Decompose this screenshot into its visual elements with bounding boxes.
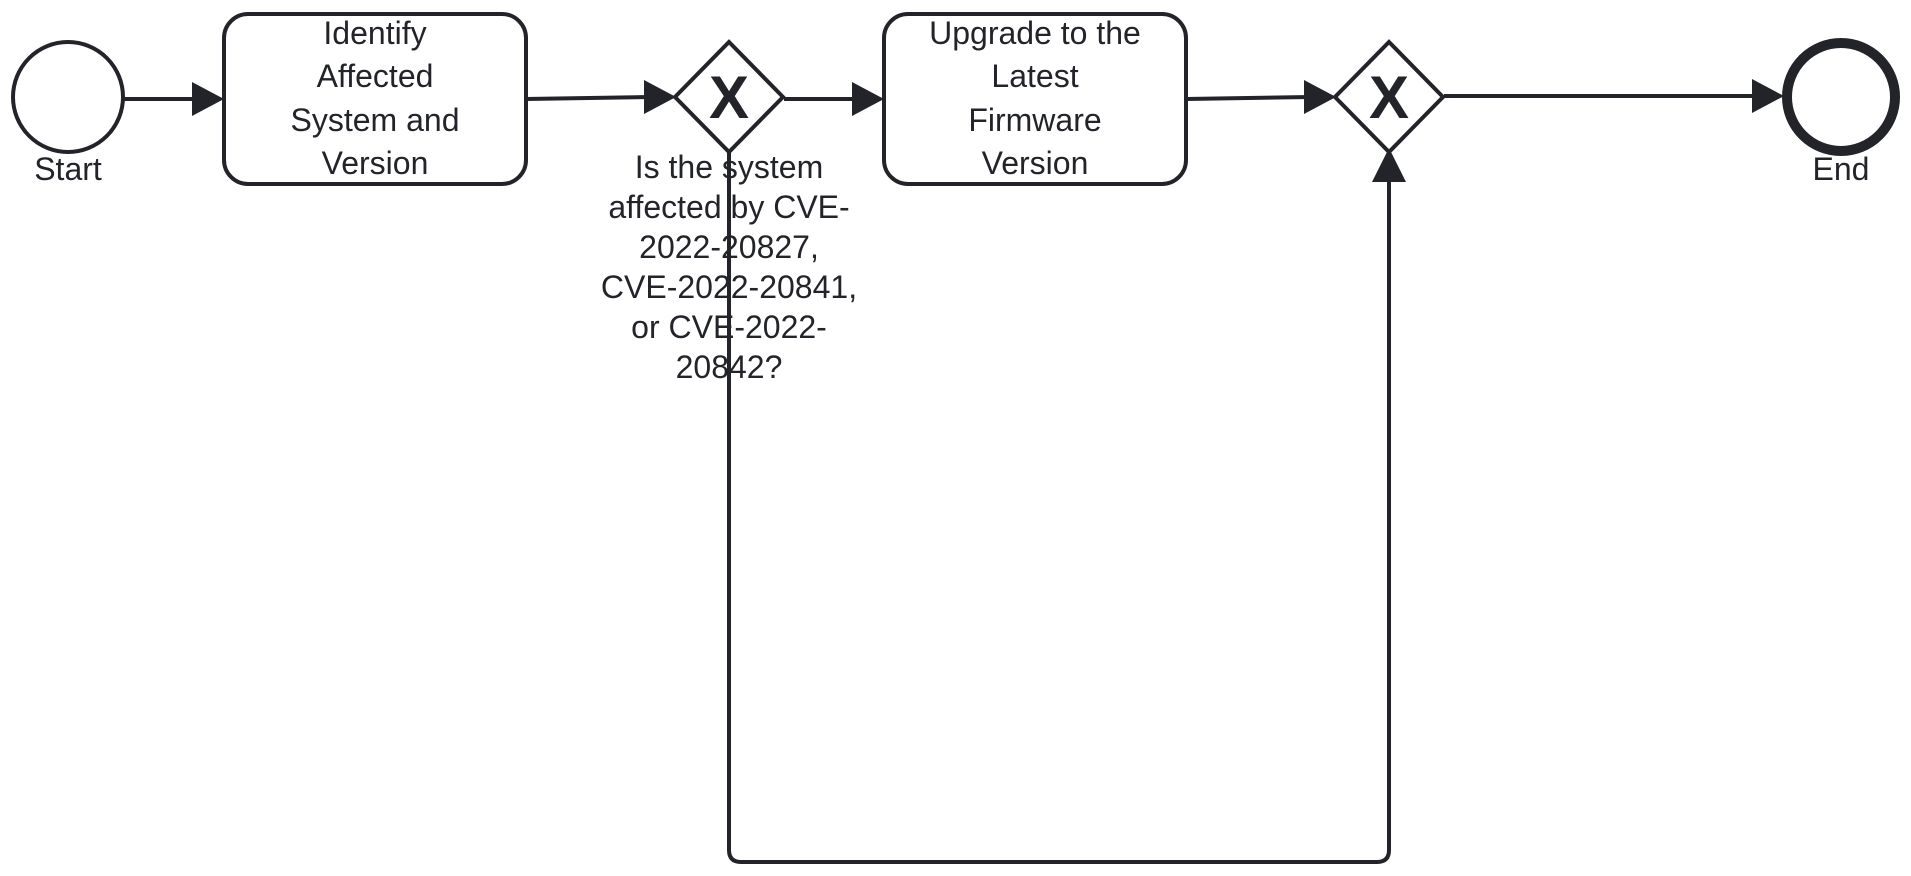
task-upgrade-firmware[interactable]: Upgrade to the Latest Firmware Version	[882, 12, 1188, 186]
flow-decision-bypass	[727, 151, 1391, 864]
flow-identify-to-decision-arrow	[644, 80, 676, 114]
decision-question-line-6: 20842?	[676, 349, 783, 385]
flow-upgrade-to-merge-arrow	[1304, 80, 1336, 114]
task-identify-label-line-3: System and	[291, 102, 460, 138]
end-event-label: End	[1813, 151, 1870, 187]
decision-question-line-2: affected by CVE-	[608, 189, 849, 225]
flow-decision-to-upgrade-arrow	[852, 82, 884, 116]
flow-merge-to-end-arrow	[1752, 79, 1784, 113]
decision-question-line-3: 2022-20827,	[639, 229, 819, 265]
task-upgrade-label-line-4: Version	[982, 145, 1089, 181]
task-identify-label-line-1: Identify	[323, 15, 426, 51]
task-upgrade-label-line-3: Firmware	[968, 102, 1101, 138]
start-event-label: Start	[34, 151, 102, 187]
flow-start-to-identify-arrow	[192, 82, 224, 116]
end-event[interactable]	[1782, 38, 1900, 156]
task-identify-affected-system[interactable]: Identify Affected System and Version	[222, 12, 528, 186]
merge-gateway-x-marker: X	[1369, 64, 1409, 131]
decision-question-line-1: Is the system	[635, 149, 824, 185]
decision-question-line-4: CVE-2022-20841,	[601, 269, 857, 305]
task-upgrade-label-line-2: Latest	[991, 58, 1078, 94]
merge-gateway[interactable]: X	[1332, 39, 1446, 155]
flow-decision-bypass-arrow	[1372, 148, 1406, 182]
decision-gateway-x-marker: X	[709, 64, 749, 131]
decision-gateway[interactable]: X	[672, 39, 786, 155]
task-upgrade-label-line-1: Upgrade to the	[929, 15, 1141, 51]
start-event[interactable]	[11, 40, 125, 154]
decision-question-line-5: or CVE-2022-	[631, 309, 827, 345]
flow-upgrade-to-merge	[1185, 95, 1311, 101]
task-identify-label-line-2: Affected	[317, 58, 434, 94]
flow-identify-to-decision	[525, 95, 651, 101]
task-identify-label-line-4: Version	[322, 145, 429, 181]
